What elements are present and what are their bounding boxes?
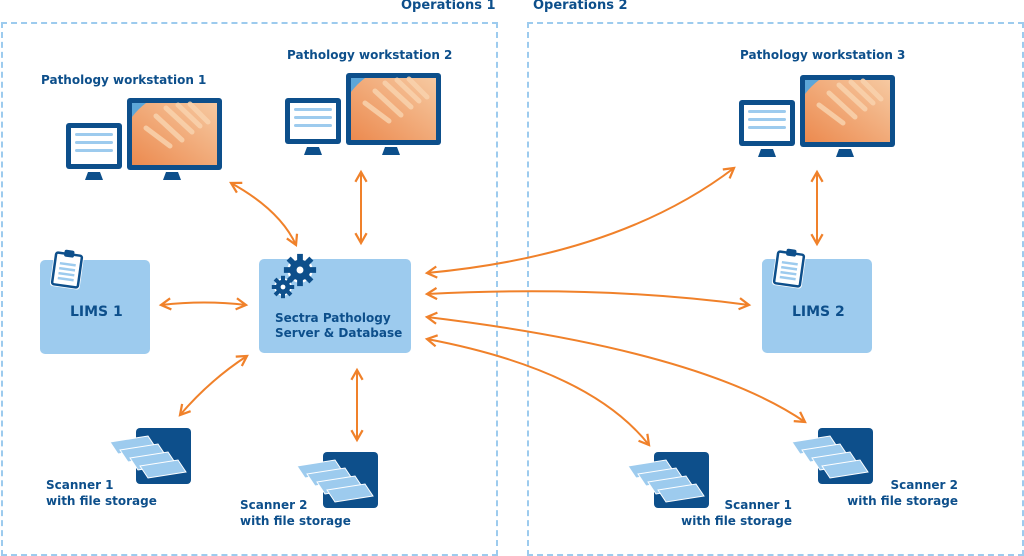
lims-2-label: LIMS 2 [792, 304, 845, 320]
lims-1-label: LIMS 1 [70, 304, 123, 320]
arrow-server-ws3 [424, 166, 736, 279]
scanner-1-icon-ops2 [627, 451, 710, 509]
scanner-1-ops1-line1: Scanner 1 [46, 478, 114, 492]
workstation-3-label: Pathology workstation 3 [740, 48, 906, 62]
arrow-lims1-server [158, 297, 249, 311]
workstation-2-label: Pathology workstation 2 [287, 48, 453, 62]
workstation-1-label: Pathology workstation 1 [41, 73, 207, 87]
scanner-1-icon-ops1 [109, 427, 192, 485]
arrow-server-lims2 [424, 286, 752, 311]
zone-title-operations-1: Operations 1 [401, 0, 496, 13]
scanner-2-ops2-line1: Scanner 2 [890, 478, 958, 492]
workstation-2-icon [285, 73, 441, 155]
scanner-2-icon-ops2 [791, 427, 874, 485]
scanner-2-ops2-line2: with file storage [847, 494, 958, 508]
scanner-2-ops1-line1: Scanner 2 [240, 498, 308, 512]
workstation-1-icon [66, 98, 222, 180]
workstation-3-icon [739, 75, 895, 157]
arrow-scanner1-server [178, 354, 249, 417]
scanner-2-ops1-line2: with file storage [240, 514, 351, 528]
arrow-ws1-server [229, 181, 299, 248]
arrow-server-scanner1-ops2 [424, 334, 651, 447]
scanner-1-ops2-line1: Scanner 1 [724, 498, 792, 512]
arrow-server-scanner2-ops2 [424, 311, 807, 424]
server-label-line2: Server & Database [275, 326, 403, 340]
zone-title-operations-2: Operations 2 [533, 0, 628, 13]
server-label-line1: Sectra Pathology [275, 311, 391, 325]
scanner-1-ops1-line2: with file storage [46, 494, 157, 508]
scanner-1-ops2-line2: with file storage [681, 514, 792, 528]
scanner-2-icon-ops1 [296, 451, 379, 509]
